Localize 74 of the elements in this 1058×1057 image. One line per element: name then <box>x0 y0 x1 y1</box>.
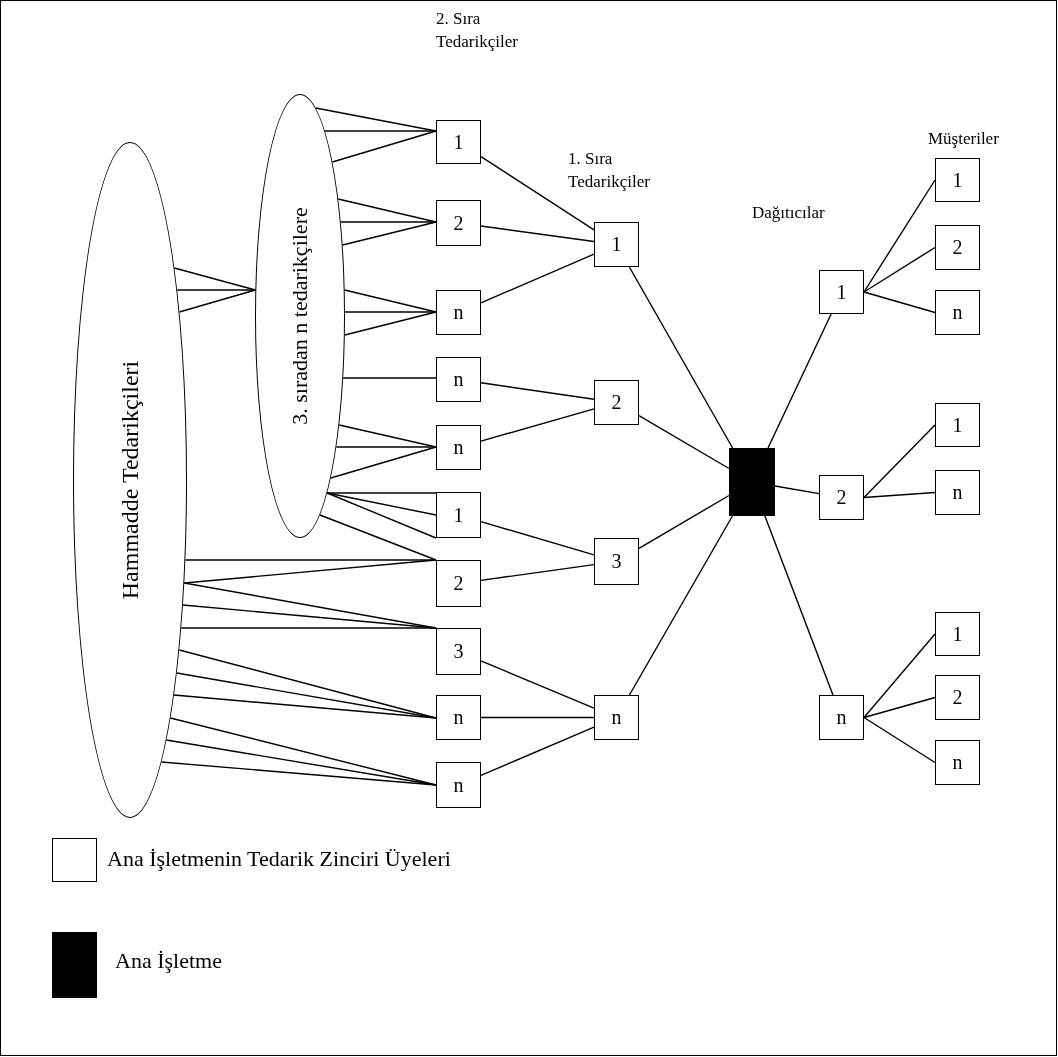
connector-line <box>326 492 437 494</box>
connector-line <box>863 179 936 293</box>
member-box: 1 <box>819 270 864 314</box>
connector-line <box>480 563 595 582</box>
connector-line <box>341 221 437 246</box>
connector-line <box>863 246 936 293</box>
legend-label: Ana İşletme <box>115 948 222 974</box>
member-box: n <box>436 425 481 470</box>
connector-line <box>767 313 832 449</box>
connector-line <box>638 415 730 470</box>
column-heading: Dağıtıcılar <box>752 202 826 224</box>
member-box: 1 <box>935 403 980 447</box>
main-company-box <box>729 448 775 516</box>
member-box: 2 <box>436 200 481 246</box>
connector-line <box>628 515 734 696</box>
member-box: n <box>436 762 481 808</box>
connector-line <box>863 424 936 499</box>
member-box: n <box>436 695 481 740</box>
member-box: 2 <box>436 560 481 607</box>
member-box: 3 <box>436 628 481 675</box>
connector-line <box>863 633 936 719</box>
member-box: n <box>935 290 980 335</box>
connector-line <box>176 289 256 291</box>
connector-line <box>180 627 437 629</box>
member-box: 1 <box>935 612 980 656</box>
member-box: n <box>594 695 639 740</box>
legend-label: Ana İşletmenin Tedarik Zinciri Üyeleri <box>107 846 451 872</box>
member-box: 1 <box>436 492 481 538</box>
connector-line <box>480 520 595 556</box>
member-box: 2 <box>819 475 864 520</box>
ellipse-label: 3. sıradan n tedarikçilere <box>287 207 313 425</box>
connector-line <box>160 761 437 786</box>
member-box: n <box>935 470 980 515</box>
member-box: 2 <box>594 380 639 425</box>
ellipse-label: Hammadde Tedarikçileri <box>116 360 144 600</box>
member-box: n <box>819 695 864 740</box>
member-box: 1 <box>436 120 481 164</box>
connector-line <box>480 726 595 777</box>
connector-line <box>173 694 437 719</box>
member-box: 1 <box>594 222 639 267</box>
member-box: n <box>436 357 481 402</box>
connector-line <box>764 515 834 696</box>
column-heading: 2. Sıra Tedarikçiler <box>436 8 519 53</box>
connector-line <box>480 155 595 231</box>
connector-line <box>480 408 595 442</box>
connector-line <box>178 289 256 313</box>
connector-line <box>480 716 595 719</box>
connector-line <box>480 660 595 709</box>
connector-line <box>183 559 437 584</box>
connector-line <box>480 253 595 304</box>
connector-line <box>863 291 936 314</box>
member-box: 3 <box>594 538 639 585</box>
column-heading: Müşteriler <box>928 128 1000 150</box>
connector-line <box>863 491 936 499</box>
connector-line <box>184 559 437 561</box>
connector-line <box>319 514 437 561</box>
connector-line <box>326 492 437 539</box>
connector-line <box>628 266 734 449</box>
connector-line <box>863 716 936 764</box>
member-box: n <box>935 740 980 785</box>
connector-line <box>330 446 437 479</box>
connector-line <box>342 377 437 379</box>
connector-line <box>480 382 595 400</box>
member-box: 2 <box>935 225 980 270</box>
member-box: 2 <box>935 675 980 720</box>
connector-line <box>480 225 595 243</box>
member-box: 1 <box>935 158 980 202</box>
member-box: n <box>436 290 481 335</box>
connector-line <box>774 485 820 495</box>
connector-line <box>344 311 437 336</box>
column-heading: 1. Sıra Tedarikçiler <box>568 148 651 193</box>
connector-line <box>331 130 437 163</box>
connector-line <box>638 494 730 549</box>
connector-line <box>863 696 936 719</box>
